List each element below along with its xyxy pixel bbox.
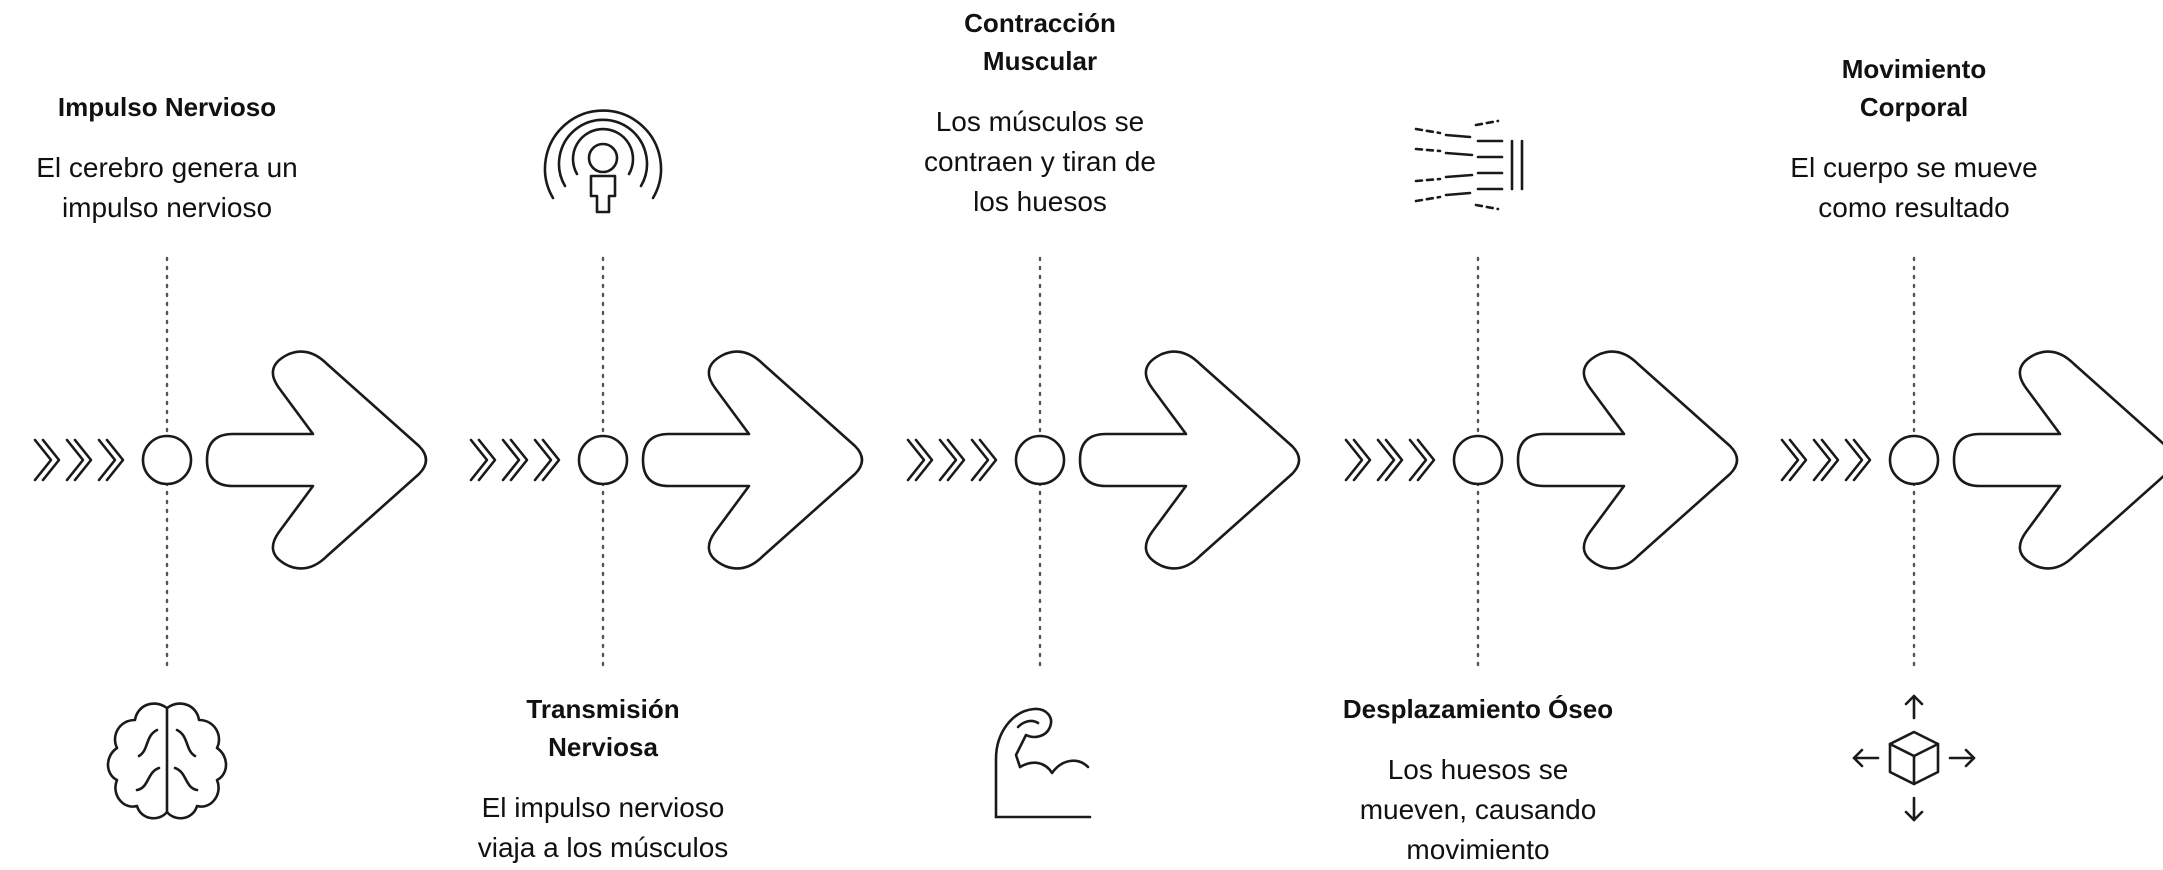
stage-description-line: impulso nervioso (61, 192, 273, 223)
stage-title-line: Corporal (1859, 92, 1969, 122)
stage-description-line: movimiento (1406, 834, 1550, 865)
stage-title-line: Movimiento (1841, 54, 1987, 84)
stage-description-line: El cerebro genera un (36, 152, 298, 183)
stage-description: El cerebro genera un impulso nervioso (0, 148, 347, 228)
stage-description-line: mueven, causando (1359, 794, 1597, 825)
stage-label: Impulso Nervioso El cerebro genera un impu… (0, 88, 347, 228)
stage-description-line: contraen y tiran de (924, 146, 1156, 177)
stage-node-circle (141, 434, 193, 486)
stage-description: Los músculos se contraen y tiran de los hu… (860, 102, 1220, 222)
stage-title-line: Nerviosa (548, 732, 658, 762)
stage-title: Desplazamiento Óseo (1298, 690, 1658, 728)
stage-description: El impulso nervioso viaja a los músculos (423, 788, 783, 868)
stage-title: Impulso Nervioso (0, 88, 347, 126)
chevrons-icon (1344, 438, 1436, 482)
flexed-arm-icon (994, 707, 1092, 819)
chevrons-icon (1780, 438, 1872, 482)
move-cube-icon (1852, 694, 1976, 822)
chevrons-icon (33, 438, 125, 482)
stage-description-line: los huesos (973, 186, 1107, 217)
stage-description-line: Los huesos se (1387, 754, 1569, 785)
stage-node-circle (1888, 434, 1940, 486)
stage-node-circle (577, 434, 629, 486)
stage-title-line: Transmisión (526, 694, 680, 724)
stage-arrow (1078, 350, 1301, 570)
stage-title-line: Impulso Nervioso (57, 92, 277, 122)
stage-node-circle (1014, 434, 1066, 486)
stage-description: Los huesos se mueven, causando movimiento (1298, 750, 1658, 870)
stage-description-line: Los músculos se (935, 106, 1145, 137)
motion-lines-icon (1414, 119, 1524, 211)
stage-title-line: Desplazamiento Óseo (1342, 694, 1614, 724)
stage-node-circle (1452, 434, 1504, 486)
stage-arrow (205, 350, 428, 570)
signal-broadcast-icon (543, 109, 663, 214)
brain-icon (106, 702, 228, 820)
stage-arrow (641, 350, 864, 570)
stage-arrow (1516, 350, 1739, 570)
stage-description-line: viaja a los músculos (477, 832, 729, 863)
stage-description-line: El cuerpo se mueve (1790, 152, 2038, 183)
stage-arrow (1952, 350, 2163, 570)
chevrons-icon (906, 438, 998, 482)
stage-description-line: como resultado (1818, 192, 2010, 223)
stage-title-line: Contracción (964, 8, 1116, 38)
chevrons-icon (469, 438, 561, 482)
stage-title-line: Muscular (982, 46, 1098, 76)
stage-description-line: El impulso nervioso (481, 792, 725, 823)
stage-description: El cuerpo se mueve como resultado (1734, 148, 2094, 228)
